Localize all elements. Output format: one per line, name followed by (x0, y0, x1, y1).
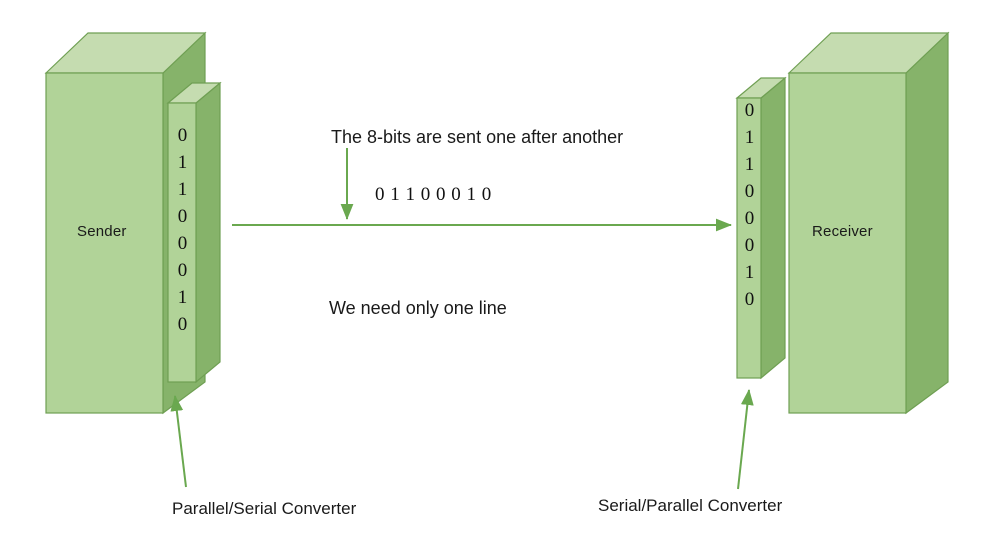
receiver-converter-bar (735, 76, 787, 380)
receiver-bit: 0 (744, 208, 755, 229)
receiver-bit: 1 (744, 154, 755, 175)
receiver-bit-column: 0 1 1 0 0 0 1 0 (738, 97, 761, 313)
sender-converter-label: Parallel/Serial Converter (172, 499, 357, 518)
receiver-bit: 0 (744, 289, 755, 310)
sender-bit: 1 (177, 287, 188, 308)
receiver-bit: 0 (744, 235, 755, 256)
sender-converter-bar (166, 81, 222, 384)
sender-bit: 0 (177, 125, 188, 146)
sender-converter-side-face (195, 81, 221, 384)
top-note-text: The 8-bits are sent one after another (331, 127, 624, 147)
receiver-converter-pointer-arrow (737, 389, 754, 490)
sender-bit: 0 (177, 260, 188, 281)
receiver-converter-side-face (760, 76, 786, 380)
sender-converter-pointer-arrow (170, 395, 187, 488)
receiver-label: Receiver (812, 223, 873, 240)
receiver-bit: 0 (744, 100, 755, 121)
bottom-note-text: We need only one line (329, 298, 507, 318)
receiver-bit: 1 (744, 127, 755, 148)
receiver-box-front-face (788, 72, 907, 414)
sender-bit: 1 (177, 179, 188, 200)
sender-bit: 1 (177, 152, 188, 173)
receiver-bit: 0 (744, 181, 755, 202)
receiver-bit: 1 (744, 262, 755, 283)
sender-bit: 0 (177, 233, 188, 254)
sender-box-front-face (45, 72, 164, 414)
sender-bit-column: 0 1 1 0 0 0 1 0 (170, 122, 195, 338)
serial-stream-text: 0 1 1 0 0 0 1 0 (375, 184, 492, 205)
receiver-converter-front-face (736, 97, 762, 379)
sender-bit: 0 (177, 206, 188, 227)
receiver-box-side-face (905, 31, 949, 415)
receiver-block (787, 31, 950, 415)
sender-converter-front-face (167, 102, 197, 383)
sender-bit: 0 (177, 314, 188, 335)
sender-label: Sender (77, 223, 127, 240)
receiver-converter-label: Serial/Parallel Converter (598, 496, 783, 515)
